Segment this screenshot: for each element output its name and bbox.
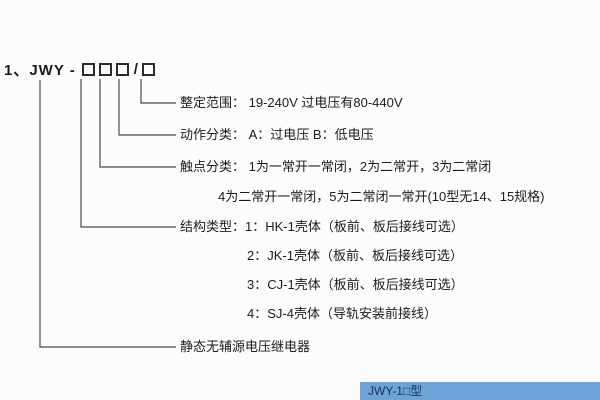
structure-type-label-line2: 2：JK-1壳体（板前、板后接线可选） <box>247 248 463 263</box>
structure-type-label-line1: 结构类型：1：HK-1壳体（板前、板后接线可选） <box>180 219 464 234</box>
contact-class-box <box>98 62 112 76</box>
line-relay-name <box>39 80 176 348</box>
contact-class-label-line1: 触点分类： 1为一常开一常闭，2为二常开，3为二常闭 <box>180 159 492 174</box>
structure-type-box <box>81 62 95 76</box>
setting-range-box <box>141 62 155 76</box>
action-class-label: 动作分类： A：过电压 B：低电压 <box>180 127 374 142</box>
model-prefix: 1、JWY - <box>4 61 76 79</box>
model-separator: / <box>133 60 139 78</box>
structure-type-label-line3: 3：CJ-1壳体（板前、板后接线可选） <box>247 277 464 292</box>
line-setting-range <box>140 79 176 104</box>
line-contact-class <box>99 79 176 168</box>
contact-class-label-line2: 4为二常开一常闭，5为二常闭一常开(10型无14、15规格) <box>218 189 545 204</box>
line-structure-type <box>80 79 176 228</box>
corner-watermark: JWY-1□型 <box>360 382 600 400</box>
relay-name-label: 静态无辅源电压继电器 <box>180 339 311 354</box>
line-action-class <box>118 79 176 136</box>
structure-type-label-line4: 4：SJ-4壳体（导轨安装前接线） <box>247 306 437 321</box>
setting-range-label: 整定范围： 19-240V 过电压有80-440V <box>180 95 403 110</box>
model-code: 1、JWY - / <box>4 60 157 79</box>
action-class-box <box>115 62 129 76</box>
